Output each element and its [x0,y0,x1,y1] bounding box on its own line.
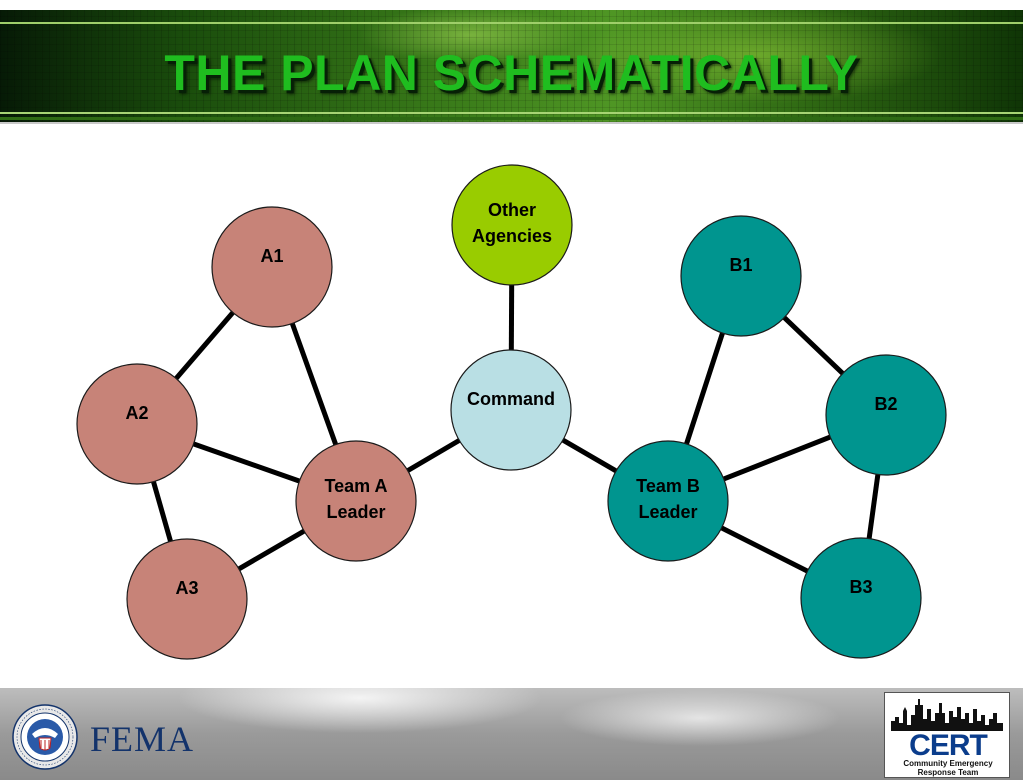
header-background [0,10,1023,122]
header-rule-top [0,22,1023,24]
node-circle-a1 [211,206,333,328]
node-label-other-line2: Agencies [472,226,552,246]
connector-b2-b3 [866,472,881,541]
node-a3: A3 [126,538,248,660]
node-teama: Team A Leader [295,440,417,562]
node-label-b3-line1: B3 [849,577,872,597]
cert-tagline-line1: Community Emergency [903,759,993,768]
fema-wordmark: FEMA [90,719,195,759]
city-skyline-icon [891,699,1003,731]
header-rule-bottom-light [0,112,1023,114]
connector-b1-b2 [781,314,846,377]
connector-a3-teama [235,527,308,573]
node-teamb: Team B Leader [607,440,729,562]
node-circle-other [451,164,573,286]
node-label-a3-line1: A3 [175,578,198,598]
node-a2: A2 [76,363,198,485]
connector-teama-command [404,437,463,474]
node-label-b2-line1: B2 [874,394,897,414]
node-label-teamb-line1: Team B [636,476,700,496]
node-circle-b2 [825,354,947,476]
connector-a2-a3 [150,479,174,544]
node-b1: B1 [680,215,802,337]
connector-teamb-b2 [721,433,833,483]
node-label-b1-line1: B1 [729,255,752,275]
cert-tagline-line2: Response Team [917,768,979,777]
node-label-a2-line1: A2 [125,403,148,423]
node-label-teama-line1: Team A [324,476,387,496]
node-b3: B3 [800,537,922,659]
node-circle-b3 [800,537,922,659]
node-label-a1-line1: A1 [260,246,283,266]
footer-bar: FEMA CERT Community Emergency Response T… [0,688,1023,780]
cert-tagline: Community Emergency Response Team [885,759,1011,777]
node-b2: B2 [825,354,947,476]
connector-teamb-b1 [683,330,726,447]
node-circle-a2 [76,363,198,485]
header-texture [0,10,1023,122]
cert-wordmark: CERT [909,729,988,762]
dhs-seal-icon [12,704,78,770]
connector-a2-teama [190,440,303,485]
header-rule-bottom-dark [0,117,1023,120]
node-circle-a3 [126,538,248,660]
node-label-teama-line2: Leader [326,502,385,522]
node-label-teamb-line2: Leader [638,502,697,522]
connector-teamb-b3 [718,524,811,575]
node-label-other-line1: Other [488,200,536,220]
node-circle-teama [295,440,417,562]
node-a1: A1 [211,206,333,328]
header-rule-bottom-gray [0,122,1023,124]
connector-command-teamb [559,436,620,475]
header-banner: THE PLAN SCHEMATICALLY [0,0,1023,132]
connector-a1-a2 [172,309,237,382]
node-circle-teamb [607,440,729,562]
page-title: THE PLAN SCHEMATICALLY [164,45,859,101]
node-circle-command [450,349,572,471]
edges [150,282,881,575]
node-command: Command [450,349,572,471]
node-label-command-line1: Command [467,389,555,409]
node-circle-b1 [680,215,802,337]
cert-logo: CERT Community Emergency Response Team [884,692,1010,778]
connector-a1-teama [289,320,339,448]
